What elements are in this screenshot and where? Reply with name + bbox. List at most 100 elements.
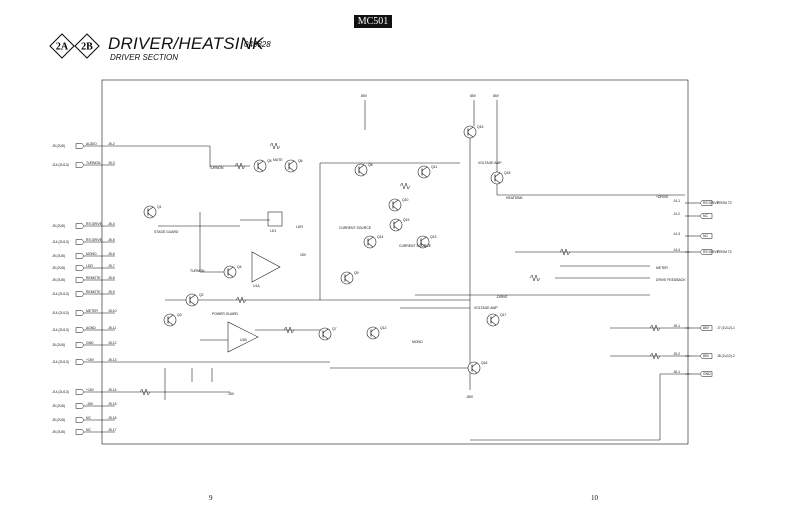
heatsink-label: HEATSINK xyxy=(506,196,523,200)
transistor-emitter xyxy=(393,225,400,231)
connector-arrow xyxy=(75,310,85,316)
connector-ref: J5 (2U5) xyxy=(52,343,65,347)
connector-ref: J5 (2U5) xyxy=(52,430,65,434)
transistor-collector xyxy=(227,266,234,272)
transistor-collector xyxy=(370,327,377,333)
transistor-collector xyxy=(494,172,501,178)
connector-net: AUDIO xyxy=(86,142,97,146)
transistor-collector xyxy=(490,314,497,320)
connector-pin: J5-5 xyxy=(108,238,115,242)
connector-arrow xyxy=(75,223,85,229)
transistor-label: Q7 xyxy=(332,327,337,331)
transistor-collector xyxy=(420,236,427,242)
transistor-label: Q14 xyxy=(377,235,384,239)
transistor-label: Q15 xyxy=(477,125,484,129)
net-meter: METER xyxy=(656,266,668,270)
net-drive-feedback: DRIVE FEEDBACK xyxy=(656,278,686,282)
connector-arrow xyxy=(699,325,713,331)
connector-net: NC xyxy=(703,214,708,218)
transistor-q19: Q19 xyxy=(389,218,410,232)
transistor-label: Q17 xyxy=(500,313,507,317)
net-15v: 15V xyxy=(300,253,307,257)
transistor-label: Q11 xyxy=(431,165,437,169)
mute-label: MUTE xyxy=(273,158,283,162)
connector-arrow xyxy=(75,327,85,333)
connector-net: RS DRIVE xyxy=(703,250,720,254)
part-number: 049828 xyxy=(244,40,271,49)
connector-arrow xyxy=(699,213,713,219)
connector-net: -15V xyxy=(86,402,94,406)
connector-arrow xyxy=(699,233,713,239)
transistor-body xyxy=(467,361,481,375)
transistor-body xyxy=(354,163,368,177)
section-badge-2b: 2B xyxy=(74,33,100,59)
transistor-collector xyxy=(322,328,329,334)
voltage-amp-label-2: VOLTAGE AMP xyxy=(474,306,498,310)
connector-ref: J14 (2U13) xyxy=(52,390,69,394)
connector-arrow xyxy=(75,277,85,283)
transistor-label: Q2 xyxy=(199,293,204,297)
connector-net: +15V xyxy=(86,358,95,362)
connector-pin: J5-4 xyxy=(108,222,115,226)
connector-pin: J4-3 xyxy=(673,232,680,236)
transistor-emitter xyxy=(392,205,399,211)
connector-arrow xyxy=(75,253,85,259)
transistor-emitter xyxy=(288,166,295,172)
voltage-amp-label: VOLTAGE AMP xyxy=(478,161,502,165)
connector-pin: J5-13 xyxy=(108,358,117,362)
transistor-collector xyxy=(189,294,196,300)
transistor-label: Q18 xyxy=(504,171,511,175)
connector-arrow xyxy=(699,353,713,359)
connector-pin: J5-14 xyxy=(108,388,117,392)
transistor-body xyxy=(340,271,354,285)
transistor-label: Q12 xyxy=(380,326,387,330)
connector-pin: J5-12 xyxy=(108,341,117,345)
transistor-collector xyxy=(147,206,154,212)
transistor-body xyxy=(366,326,380,340)
connector-net: RS DRIVE xyxy=(703,201,720,205)
transistor-emitter xyxy=(257,166,264,172)
badge-2a-text: 2A xyxy=(56,42,69,53)
connector-net: MONO xyxy=(86,252,97,256)
transistor-emitter xyxy=(494,178,501,184)
transistor-body xyxy=(318,327,332,341)
connector-ref: J5 (2U5) xyxy=(52,418,65,422)
connector-net: RS DRIVE xyxy=(86,222,103,226)
connector-net: REMOTE xyxy=(86,276,101,280)
transistor-collector xyxy=(257,160,264,166)
connector-ref: J14 (2U13) xyxy=(52,163,69,167)
connector-arrow xyxy=(75,359,85,365)
transistor-q15: Q15 xyxy=(463,125,484,139)
connector-net: TURNON xyxy=(86,161,101,165)
transistor-label: Q5 xyxy=(267,159,272,163)
transistor-label: Q13 xyxy=(430,235,437,239)
transistor-q10: Q10 xyxy=(388,198,409,212)
transistor-collector xyxy=(421,166,428,172)
connector-pin: J5-2 xyxy=(673,352,680,356)
connector-pin: J5-7 xyxy=(108,264,115,268)
transistor-q9: Q9 xyxy=(340,271,359,285)
connector-dest: J8 (1U12)-2 xyxy=(717,354,735,358)
connector-arrow xyxy=(75,342,85,348)
connector-arrow xyxy=(75,239,85,245)
connector-pin: J6-1 xyxy=(673,370,680,374)
transistor-q6: Q6 xyxy=(284,159,303,173)
u1b-label: U1B xyxy=(240,338,247,342)
turnon-label: TURNON xyxy=(190,269,205,273)
connector-ref: J5 (2U5) xyxy=(52,144,65,148)
transistor-collector xyxy=(358,164,365,170)
transistor-emitter xyxy=(421,172,428,178)
connector-net: 85V xyxy=(703,326,710,330)
current-source-label-2: CURRENT SOURCE xyxy=(399,244,432,248)
transistor-label: Q1 xyxy=(157,205,162,209)
